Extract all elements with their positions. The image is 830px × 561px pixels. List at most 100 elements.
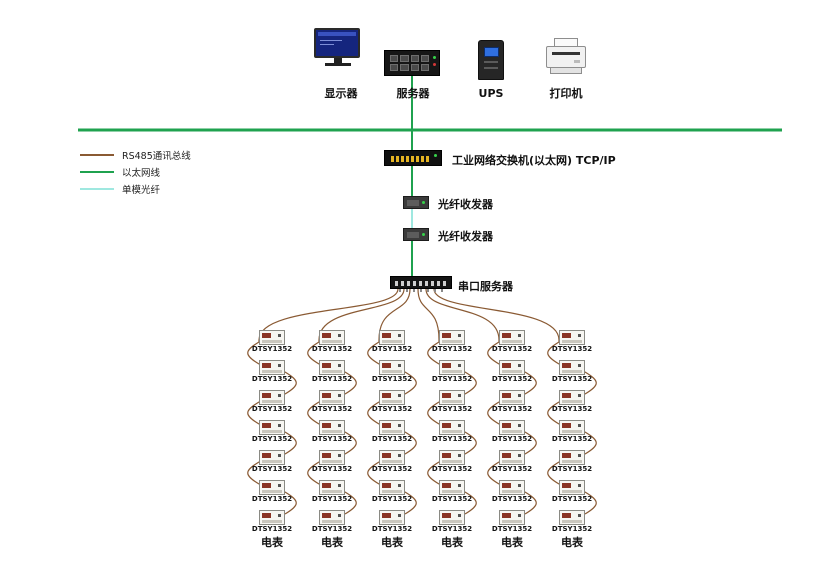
energy-meter-icon: [439, 420, 465, 435]
energy-meter-icon: [559, 420, 585, 435]
energy-meter-icon: [259, 420, 285, 435]
legend-item-fiber: 单模光纤: [80, 184, 191, 196]
meter-col2-row7: DTSY1352: [312, 510, 352, 538]
energy-meter-icon: [319, 450, 345, 465]
meter-col2-row1: DTSY1352: [312, 330, 352, 358]
switch-label: 工业网络交换机(以太网) TCP/IP: [452, 154, 616, 167]
fiber-transceiver-2-icon: [403, 228, 429, 241]
energy-meter-icon: [379, 510, 405, 525]
energy-meter-icon: [439, 480, 465, 495]
meter-col1-row2: DTSY1352: [252, 360, 292, 388]
monitor-icon: [314, 28, 362, 66]
meter-model-label: DTSY1352: [311, 525, 353, 533]
meter-column-label: 电表: [441, 536, 463, 549]
legend-line-ethernet-icon: [80, 171, 114, 173]
energy-meter-icon: [439, 390, 465, 405]
meter-model-label: DTSY1352: [311, 345, 353, 353]
meter-model-label: DTSY1352: [251, 435, 293, 443]
legend-label-fiber: 单模光纤: [122, 185, 161, 196]
meter-column-label: 电表: [501, 536, 523, 549]
meter-model-label: DTSY1352: [251, 465, 293, 473]
meter-model-label: DTSY1352: [491, 345, 533, 353]
server-icon: [384, 50, 440, 76]
energy-meter-icon: [259, 330, 285, 345]
meter-column-label: 电表: [561, 536, 583, 549]
meter-model-label: DTSY1352: [371, 495, 413, 503]
meter-col1-row6: DTSY1352: [252, 480, 292, 508]
meter-col1-row3: DTSY1352: [252, 390, 292, 418]
meter-model-label: DTSY1352: [491, 375, 533, 383]
meter-column-label: 电表: [381, 536, 403, 549]
energy-meter-icon: [319, 480, 345, 495]
meter-model-label: DTSY1352: [251, 375, 293, 383]
ups-icon: [478, 40, 504, 80]
meter-model-label: DTSY1352: [431, 465, 473, 473]
energy-meter-icon: [499, 390, 525, 405]
meter-col2-row5: DTSY1352: [312, 450, 352, 478]
meter-model-label: DTSY1352: [251, 345, 293, 353]
meter-column-label: 电表: [261, 536, 283, 549]
meter-col5-row3: DTSY1352: [492, 390, 532, 418]
meter-col5-row5: DTSY1352: [492, 450, 532, 478]
meter-model-label: DTSY1352: [431, 435, 473, 443]
meter-model-label: DTSY1352: [491, 465, 533, 473]
energy-meter-icon: [499, 420, 525, 435]
meter-model-label: DTSY1352: [491, 495, 533, 503]
legend-item-ethernet: 以太网线: [80, 167, 191, 179]
meter-model-label: DTSY1352: [371, 405, 413, 413]
meter-col3-row3: DTSY1352: [372, 390, 412, 418]
energy-meter-icon: [379, 330, 405, 345]
meter-col5-row2: DTSY1352: [492, 360, 532, 388]
meter-col1-row4: DTSY1352: [252, 420, 292, 448]
energy-meter-icon: [259, 360, 285, 375]
meter-col5-row1: DTSY1352: [492, 330, 532, 358]
energy-meter-icon: [439, 450, 465, 465]
meter-col3-row6: DTSY1352: [372, 480, 412, 508]
meter-model-label: DTSY1352: [551, 405, 593, 413]
legend-line-fiber-icon: [80, 188, 114, 190]
energy-meter-icon: [259, 480, 285, 495]
meter-model-label: DTSY1352: [551, 495, 593, 503]
meter-col3-row7: DTSY1352: [372, 510, 412, 538]
meter-model-label: DTSY1352: [431, 405, 473, 413]
energy-meter-icon: [499, 450, 525, 465]
meter-model-label: DTSY1352: [371, 375, 413, 383]
meter-col2-row2: DTSY1352: [312, 360, 352, 388]
energy-meter-icon: [319, 360, 345, 375]
energy-meter-icon: [559, 390, 585, 405]
meter-col4-row1: DTSY1352: [432, 330, 472, 358]
monitor-screen: [314, 28, 360, 58]
fiber-transceiver-1-label: 光纤收发器: [438, 198, 493, 211]
meter-model-label: DTSY1352: [551, 525, 593, 533]
meter-model-label: DTSY1352: [491, 435, 533, 443]
ethernet-switch-icon: [384, 150, 442, 166]
meter-model-label: DTSY1352: [431, 525, 473, 533]
energy-meter-icon: [259, 510, 285, 525]
meter-col6-row5: DTSY1352: [552, 450, 592, 478]
meter-model-label: DTSY1352: [431, 495, 473, 503]
energy-meter-icon: [499, 510, 525, 525]
meter-col5-row6: DTSY1352: [492, 480, 532, 508]
energy-meter-icon: [559, 480, 585, 495]
meter-col3-row5: DTSY1352: [372, 450, 412, 478]
legend-line-rs485-icon: [80, 154, 114, 156]
meter-model-label: DTSY1352: [371, 345, 413, 353]
meter-col6-row3: DTSY1352: [552, 390, 592, 418]
energy-meter-icon: [559, 510, 585, 525]
energy-meter-icon: [559, 360, 585, 375]
energy-meter-icon: [319, 510, 345, 525]
server-label: 服务器: [396, 87, 430, 100]
legend-label-rs485: RS485通讯总线: [122, 151, 191, 162]
fiber-transceiver-1-icon: [403, 196, 429, 209]
energy-meter-icon: [379, 420, 405, 435]
energy-meter-icon: [499, 360, 525, 375]
meter-model-label: DTSY1352: [551, 345, 593, 353]
energy-meter-icon: [319, 420, 345, 435]
meter-col2-row6: DTSY1352: [312, 480, 352, 508]
meter-model-label: DTSY1352: [311, 405, 353, 413]
energy-meter-icon: [379, 360, 405, 375]
meter-col1-row1: DTSY1352: [252, 330, 292, 358]
meter-col5-row7: DTSY1352: [492, 510, 532, 538]
meter-col4-row7: DTSY1352: [432, 510, 472, 538]
